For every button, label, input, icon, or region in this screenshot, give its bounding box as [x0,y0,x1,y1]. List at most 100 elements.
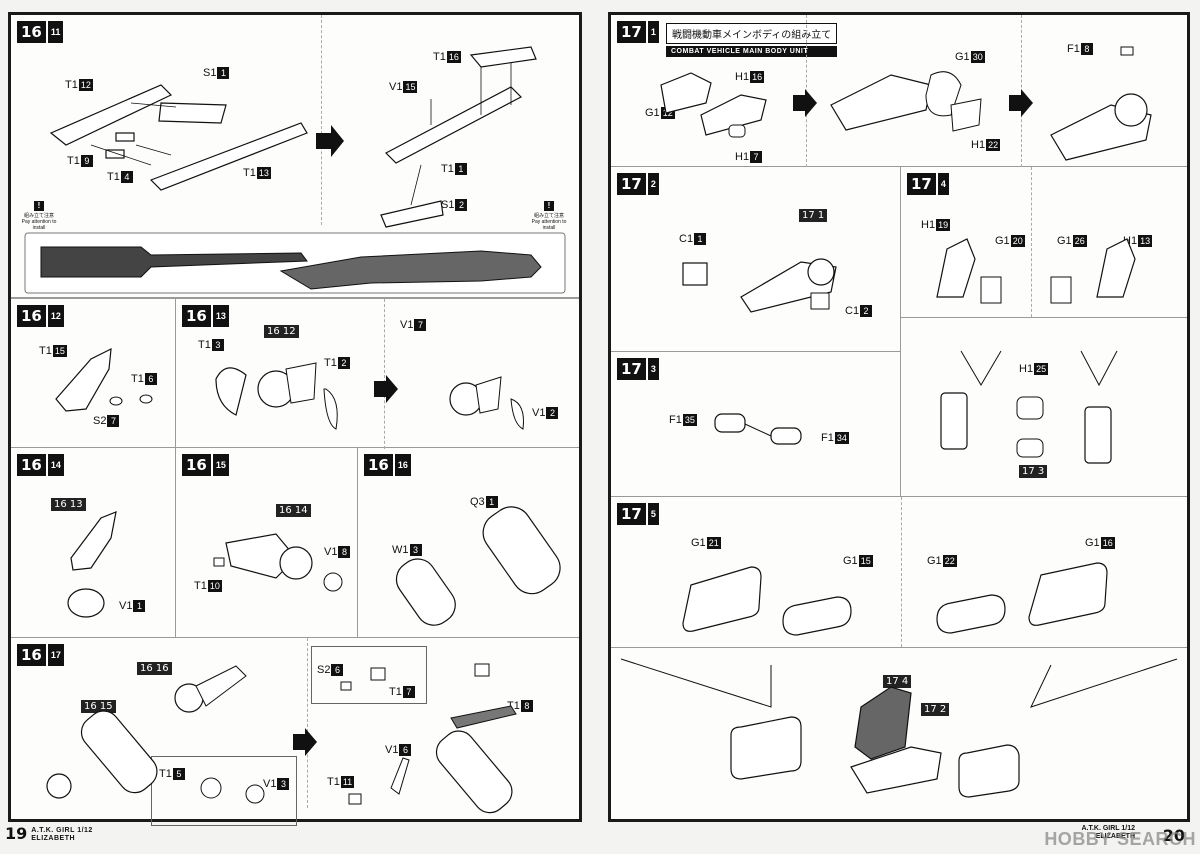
page-number: 19 [5,824,28,843]
kit-title: A.T.K. GIRL 1/12 [31,827,93,834]
watermark: HOBBY SEARCH [1044,829,1196,849]
step-16-17-drawing [46,663,517,814]
page-number: 20 [1162,826,1185,845]
reference-step-badge: 16 13 [51,498,86,511]
step-17-3-drawing [714,413,802,445]
reference-step-badge: 16 15 [81,700,116,713]
reference-step-badge: 16 14 [276,504,311,517]
kit-subtitle: ELIZABETH [31,835,76,842]
step-16-15-drawing [213,533,343,592]
subassembly-callout [151,756,297,826]
reference-step-badge: 16 16 [137,662,172,675]
blade-assembly-drawing [24,46,566,294]
right-page-footer: A.T.K. GIRL 1/12 ELIZABETH [1081,825,1135,841]
subassembly-callout [311,646,427,704]
reference-step-badge: 17 1 [799,209,828,222]
section-title-jp: 戦闘機動車メインボディの組み立て [666,23,838,44]
step-16-14-drawing [67,511,117,618]
section-header: 戦闘機動車メインボディの組み立て COMBAT VEHICLE MAIN BOD… [666,23,838,57]
step-17-1-drawing [660,46,1152,161]
step-16-13-drawing [215,362,524,430]
reference-step-badge: 17 3 [1019,465,1048,478]
step-16-12-drawing [55,347,153,412]
step-16-16-drawing [395,506,561,626]
step-17-4-drawing [936,238,1136,464]
step-17-5-drawing [620,562,1178,798]
kit-subtitle: ELIZABETH [1095,833,1135,840]
reference-step-badge: 17 2 [921,703,950,716]
reference-step-badge: 17 4 [883,675,912,688]
reference-step-badge: 16 12 [264,325,299,338]
section-title-en: COMBAT VEHICLE MAIN BODY UNIT [666,46,838,57]
kit-title: A.T.K. GIRL 1/12 [1081,825,1135,832]
